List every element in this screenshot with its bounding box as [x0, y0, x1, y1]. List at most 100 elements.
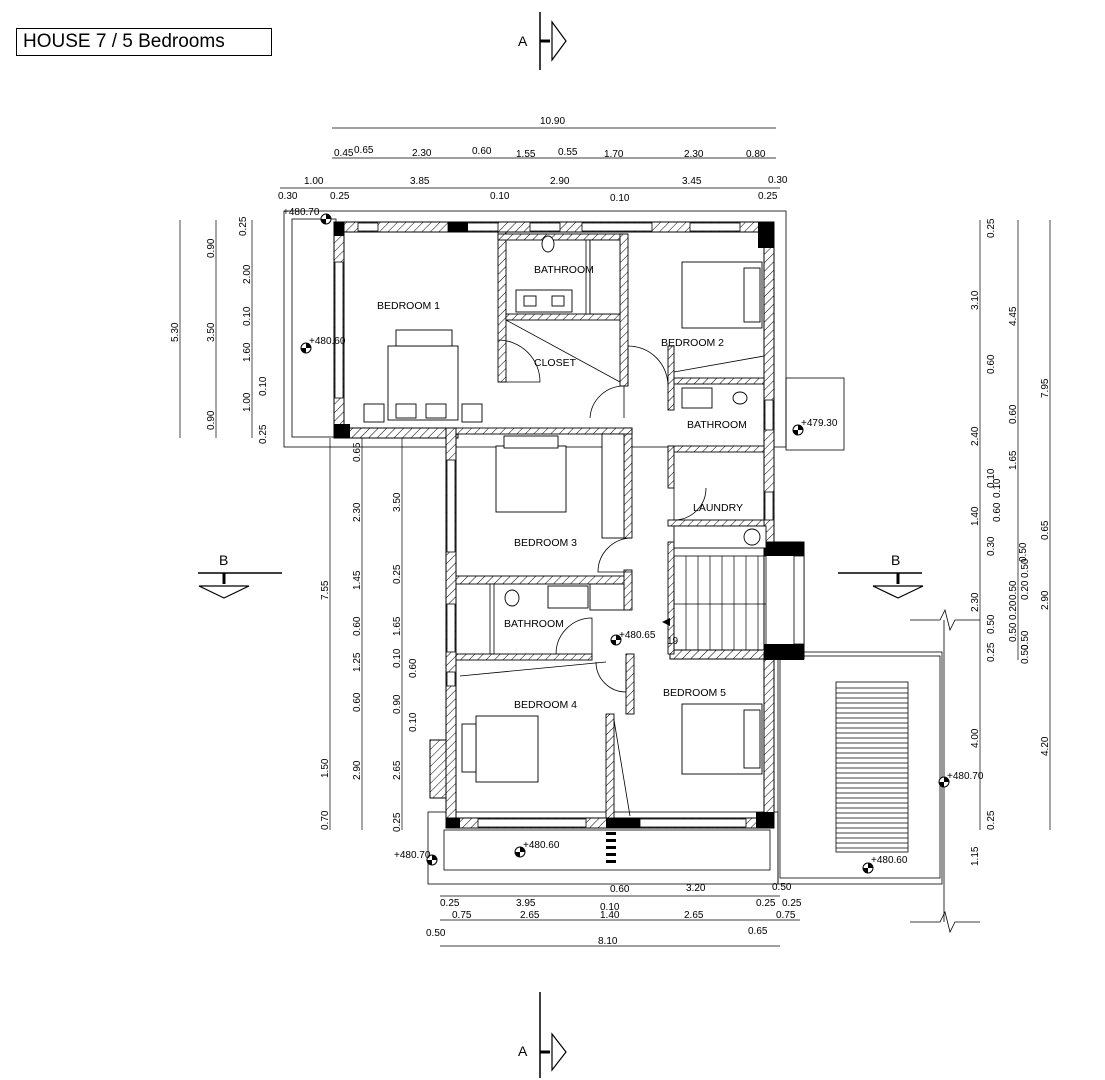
svg-text:0.10: 0.10 — [986, 468, 997, 488]
svg-text:0.65: 0.65 — [352, 442, 363, 462]
svg-text:1.40: 1.40 — [970, 506, 981, 526]
svg-text:2.00: 2.00 — [242, 264, 253, 284]
svg-text:0.65: 0.65 — [354, 145, 374, 156]
elevation-marker: +480.70 — [938, 771, 984, 788]
room-bathroom-top: BATHROOM — [534, 264, 594, 276]
svg-text:0.60: 0.60 — [352, 616, 363, 636]
svg-text:0.25: 0.25 — [756, 898, 776, 909]
svg-text:3.50: 3.50 — [206, 322, 217, 342]
svg-text:0.10: 0.10 — [992, 478, 1003, 498]
dimensions-left-upper: 5.30 3.50 0.90 2.00 1.60 1.00 0.90 0.25 … — [170, 216, 269, 444]
room-bedroom-4: BEDROOM 4 — [514, 699, 577, 711]
svg-text:3.45: 3.45 — [682, 176, 702, 187]
svg-text:1.55: 1.55 — [516, 149, 536, 160]
svg-text:1.40: 1.40 — [600, 910, 620, 921]
svg-text:2.30: 2.30 — [970, 592, 981, 612]
room-bedroom-5: BEDROOM 5 — [663, 687, 726, 699]
svg-text:3.50: 3.50 — [392, 492, 403, 512]
svg-text:1.15: 1.15 — [970, 846, 981, 866]
elevation-marker: +479.30 — [792, 418, 838, 436]
svg-text:0.50: 0.50 — [986, 614, 997, 634]
svg-text:0.45: 0.45 — [334, 148, 354, 159]
svg-text:4.20: 4.20 — [1040, 736, 1051, 756]
svg-text:2.90: 2.90 — [1040, 590, 1051, 610]
svg-text:0.60: 0.60 — [408, 658, 419, 678]
elevation-marker: +480.65 — [610, 630, 656, 646]
svg-text:3.85: 3.85 — [410, 176, 430, 187]
svg-text:0.10: 0.10 — [600, 902, 620, 913]
svg-text:0.25: 0.25 — [782, 898, 802, 909]
svg-text:0.60: 0.60 — [986, 354, 997, 374]
dimensions-bottom: 0.60 3.20 0.50 0.25 3.95 0.10 0.25 0.25 … — [426, 882, 802, 947]
svg-text:0.20: 0.20 — [1020, 580, 1031, 600]
svg-text:+480.60: +480.60 — [871, 855, 908, 866]
svg-text:2.40: 2.40 — [970, 426, 981, 446]
svg-text:0.25: 0.25 — [238, 216, 249, 236]
svg-text:0.50: 0.50 — [1008, 580, 1019, 600]
room-bedroom-2: BEDROOM 2 — [661, 337, 724, 349]
svg-text:0.10: 0.10 — [408, 712, 419, 732]
svg-text:0.80: 0.80 — [746, 149, 766, 160]
svg-text:0.50: 0.50 — [426, 928, 446, 939]
svg-text:0.60: 0.60 — [610, 884, 630, 895]
svg-text:1.45: 1.45 — [352, 570, 363, 590]
svg-text:+480.60: +480.60 — [309, 336, 346, 347]
dimension-lines — [179, 127, 1051, 947]
svg-text:0.90: 0.90 — [206, 410, 217, 430]
svg-text:1.65: 1.65 — [392, 616, 403, 636]
svg-text:0.25: 0.25 — [986, 218, 997, 238]
svg-text:0.25: 0.25 — [986, 642, 997, 662]
svg-text:0.90: 0.90 — [206, 238, 217, 258]
svg-text:+479.30: +479.30 — [801, 418, 838, 429]
staircase: 19 — [662, 555, 767, 651]
svg-text:7.55: 7.55 — [320, 580, 331, 600]
svg-text:0.10: 0.10 — [242, 306, 253, 326]
section-label-b-left: B — [219, 552, 228, 568]
svg-text:1.60: 1.60 — [242, 342, 253, 362]
stair-count: 19 — [667, 636, 679, 647]
elevation-marker: +480.70 — [394, 850, 438, 866]
elevation-markers: +480.70 +480.60 +479.30 +480.65 +480.70 … — [283, 207, 984, 874]
section-label-b-right: B — [891, 552, 900, 568]
dimensions-top: 10.90 0.45 0.65 2.30 0.60 1.55 0.55 1.70… — [278, 116, 788, 204]
svg-text:3.95: 3.95 — [516, 898, 536, 909]
svg-text:3.20: 3.20 — [686, 883, 706, 894]
section-label-a-top: A — [518, 33, 528, 49]
terrace-outlines — [283, 210, 980, 934]
svg-text:2.90: 2.90 — [352, 760, 363, 780]
entry-steps — [606, 832, 616, 863]
section-marker-b-right: B — [838, 552, 924, 599]
room-closet: CLOSET — [534, 357, 577, 369]
dim-overall-top: 10.90 — [540, 116, 565, 127]
svg-text:0.50: 0.50 — [1018, 542, 1029, 562]
room-laundry: LAUNDRY — [693, 502, 743, 514]
svg-text:0.75: 0.75 — [452, 910, 472, 921]
svg-text:+480.70: +480.70 — [283, 207, 320, 218]
svg-text:+480.65: +480.65 — [619, 630, 656, 641]
svg-text:2.65: 2.65 — [520, 910, 540, 921]
svg-text:0.25: 0.25 — [986, 810, 997, 830]
svg-text:7.95: 7.95 — [1040, 378, 1051, 398]
svg-text:2.65: 2.65 — [684, 910, 704, 921]
section-label-a-bottom: A — [518, 1043, 528, 1059]
room-bathroom-right: BATHROOM — [687, 419, 747, 431]
drawing-title: HOUSE 7 / 5 Bedrooms — [16, 28, 272, 56]
svg-text:0.60: 0.60 — [992, 502, 1003, 522]
svg-text:0.50: 0.50 — [1020, 630, 1031, 650]
svg-text:0.50: 0.50 — [1008, 622, 1019, 642]
svg-text:1.00: 1.00 — [242, 392, 253, 412]
svg-text:1.50: 1.50 — [320, 758, 331, 778]
svg-text:0.25: 0.25 — [392, 564, 403, 584]
doors — [497, 339, 707, 693]
svg-text:0.25: 0.25 — [758, 191, 778, 202]
svg-text:0.50: 0.50 — [1020, 644, 1031, 664]
roof-grating — [835, 681, 909, 853]
exterior-walls — [333, 221, 805, 829]
svg-text:0.30: 0.30 — [986, 536, 997, 556]
svg-text:2.30: 2.30 — [352, 502, 363, 522]
svg-text:0.25: 0.25 — [258, 424, 269, 444]
svg-text:2.30: 2.30 — [684, 149, 704, 160]
svg-text:4.45: 4.45 — [1008, 306, 1019, 326]
elevation-marker: +480.60 — [514, 840, 560, 858]
